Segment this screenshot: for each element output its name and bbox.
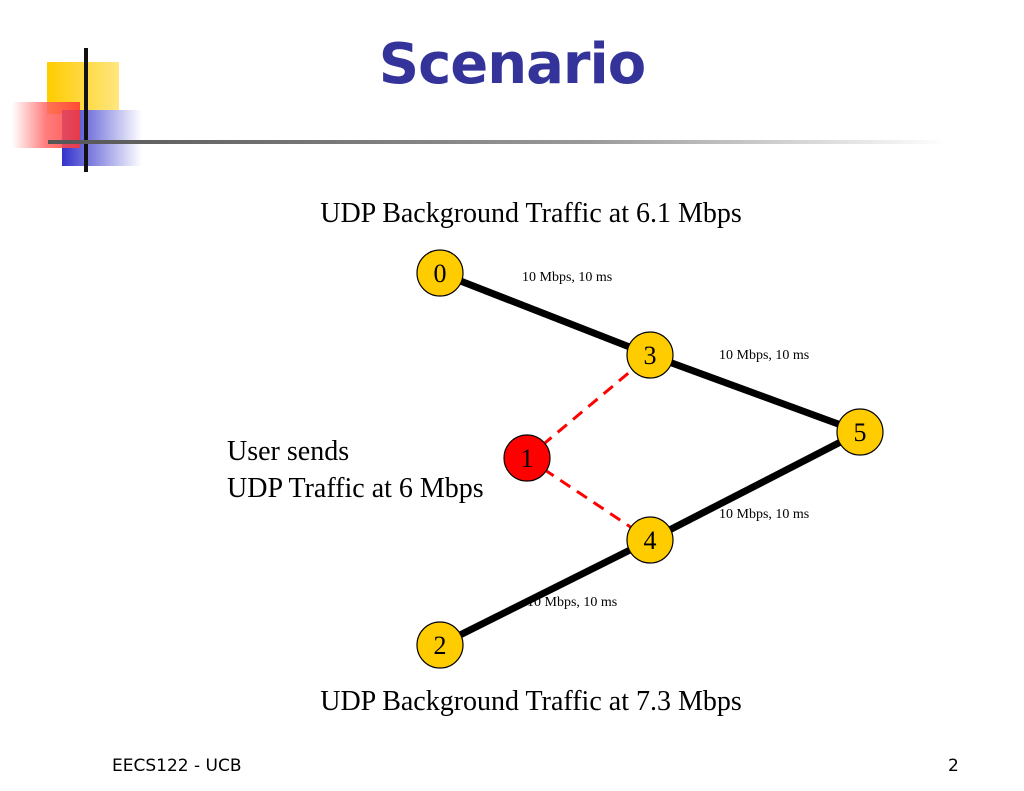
- link-4-5: [648, 428, 862, 544]
- node-3: 3: [626, 331, 674, 379]
- node-5: 5: [836, 408, 884, 456]
- node-0-label: 0: [434, 259, 447, 288]
- footer-course: EECS122 - UCB: [112, 756, 242, 776]
- user-text-line1: User sends: [227, 436, 350, 467]
- link-1-4: [526, 456, 651, 542]
- node-1-circle: [503, 434, 551, 482]
- link-2-4: [438, 536, 652, 649]
- node-2: 2: [416, 621, 464, 669]
- node-4-circle: [626, 516, 674, 564]
- node-4: 4: [626, 516, 674, 564]
- decorative-logo: [12, 48, 948, 172]
- slide-title: Scenario: [378, 32, 646, 97]
- footer-page-number: 2: [948, 756, 959, 776]
- link-label-3-5: 10 Mbps, 10 ms: [719, 348, 809, 363]
- logo-vertical-line: [84, 48, 88, 172]
- node-5-circle: [836, 408, 884, 456]
- link-label-4-5: 10 Mbps, 10 ms: [719, 507, 809, 522]
- link-3-5: [648, 351, 862, 436]
- node-3-circle: [626, 331, 674, 379]
- node-2-circle: [416, 621, 464, 669]
- link-0-3: [438, 269, 652, 359]
- title-rule-line: [48, 140, 948, 144]
- node-4-label: 4: [644, 526, 657, 555]
- user-text-line2: UDP Traffic at 6 Mbps: [227, 473, 484, 504]
- node-1-label: 1: [521, 444, 534, 473]
- bottom-traffic-caption: UDP Background Traffic at 7.3 Mbps: [320, 686, 742, 717]
- node-0: 0: [416, 249, 464, 297]
- link-label-0-3: 10 Mbps, 10 ms: [522, 270, 612, 285]
- node-0-circle: [416, 249, 464, 297]
- link-label-2-4: 10 Mbps, 10 ms: [527, 595, 617, 610]
- node-1: 1: [503, 434, 551, 482]
- node-2-label: 2: [434, 631, 447, 660]
- link-1-3: [526, 353, 651, 460]
- node-3-label: 3: [644, 341, 657, 370]
- top-traffic-caption: UDP Background Traffic at 6.1 Mbps: [320, 198, 742, 229]
- node-5-label: 5: [854, 418, 867, 447]
